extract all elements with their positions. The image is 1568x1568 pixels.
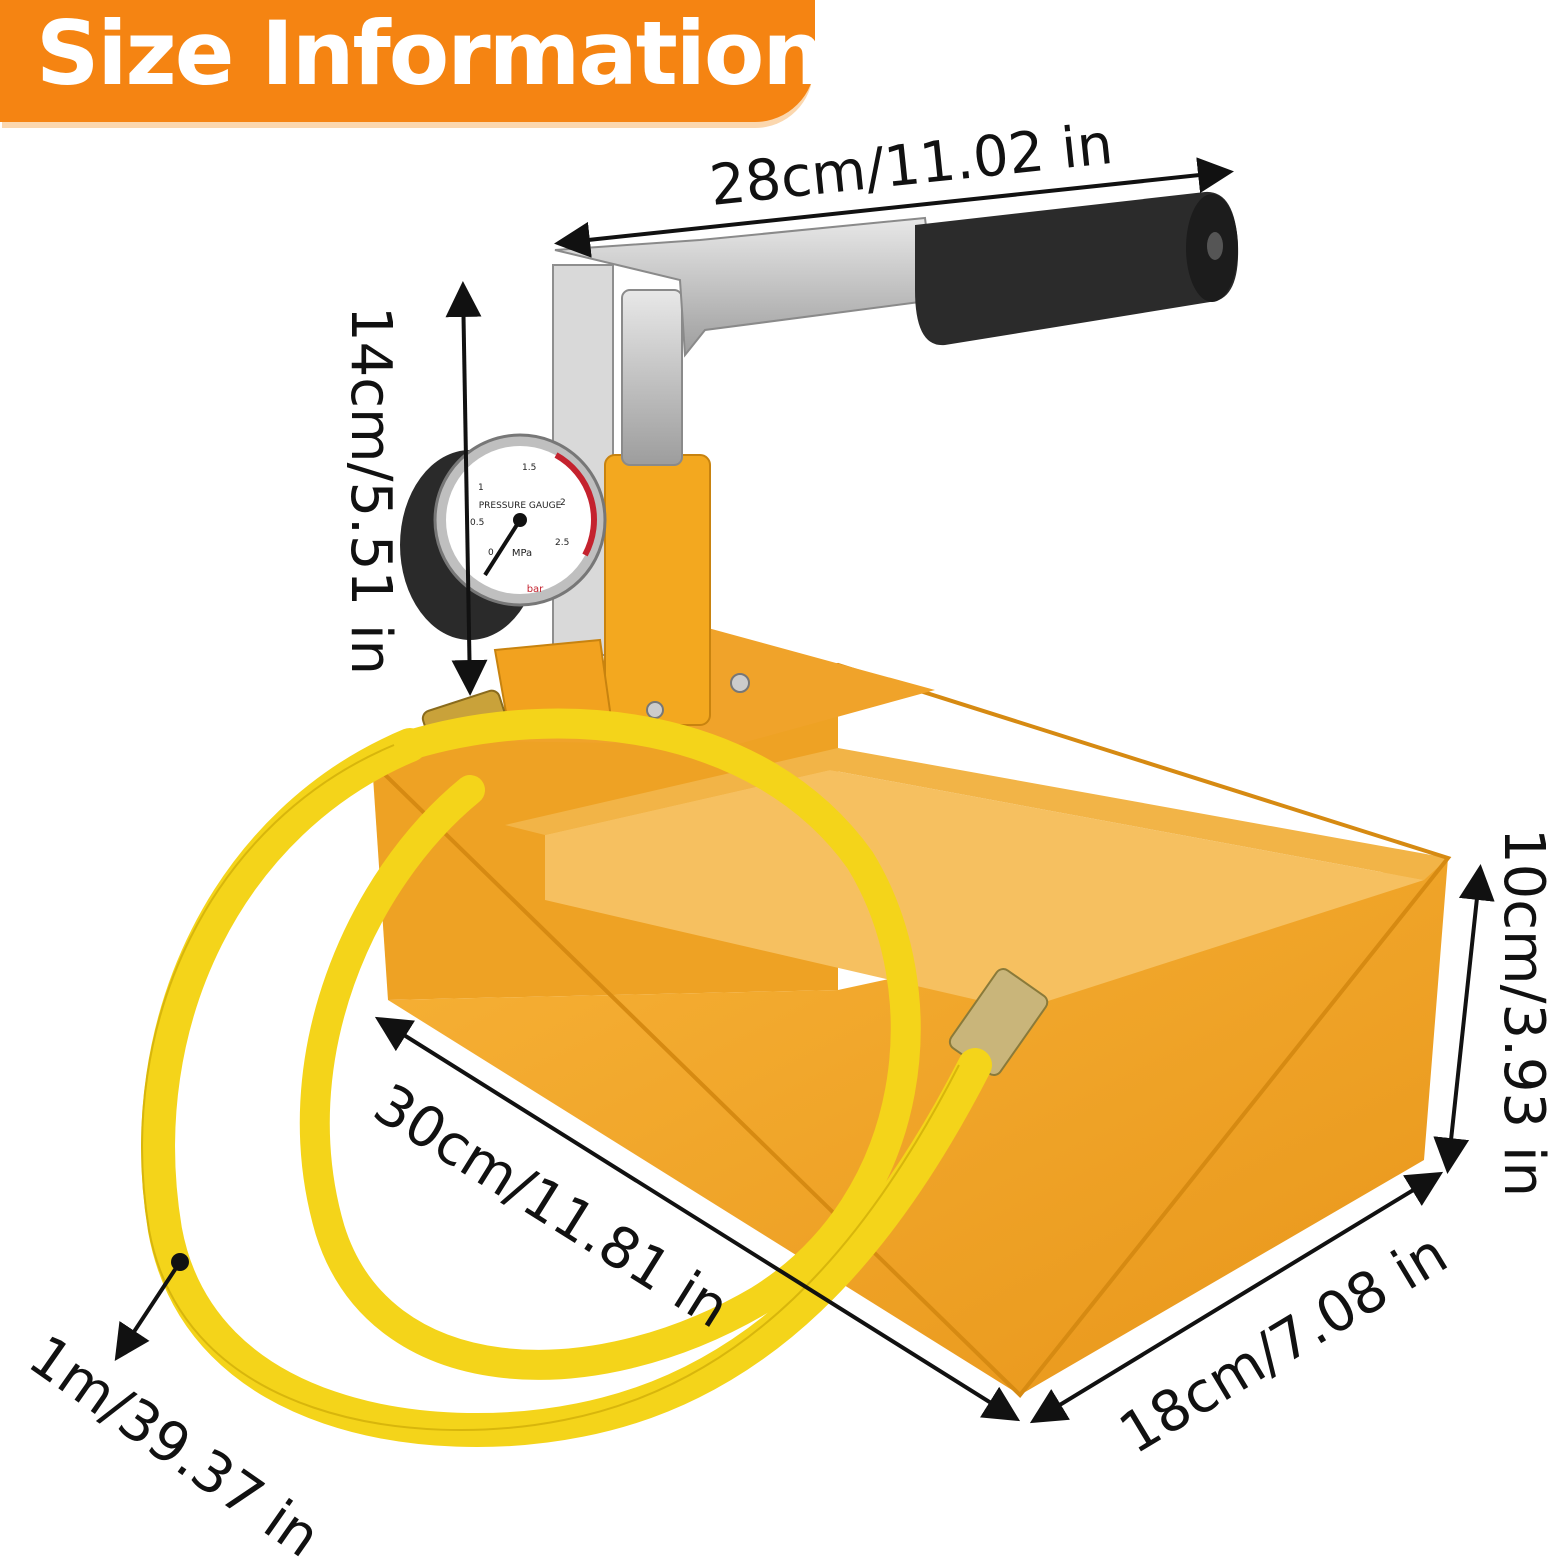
hose-marker-dot — [171, 1253, 189, 1271]
gauge-tick-label: 0.5 — [470, 518, 484, 528]
tank-height-arrow — [1433, 864, 1495, 1174]
mount-bolt-icon — [646, 701, 664, 719]
gauge-red-zone — [554, 452, 597, 557]
tank-width-arrow — [1029, 1171, 1444, 1424]
pump-piston — [621, 289, 683, 466]
gauge-tick-label: 1 — [478, 483, 484, 493]
gauge-tick-label: 0 — [488, 548, 494, 558]
banner-title: Size Information — [36, 2, 825, 105]
gauge-needle — [483, 518, 522, 577]
handle-length-label: 28cm/11.02 in — [707, 112, 1116, 219]
gauge-unit-top: MPa — [512, 548, 532, 559]
tank-length-arrow — [374, 1016, 1021, 1422]
tank-height-label: 10cm/3.93 in — [1491, 828, 1556, 1197]
tank-inner-back-wall — [505, 748, 1448, 880]
size-information-banner: Size Information — [0, 0, 825, 122]
pump-assembly — [493, 191, 1239, 737]
gauge-tick-label: 1.5 — [522, 463, 536, 473]
pump-height-arrow — [445, 281, 488, 696]
dimension-arrows — [114, 157, 1495, 1424]
gauge-tick-label: 2 — [560, 498, 566, 508]
mount-bolt-icon — [730, 673, 750, 693]
pump-cylinder — [604, 454, 711, 726]
gauge-label: PRESSURE GAUGE — [479, 501, 562, 511]
gauge-unit-bottom: bar — [527, 584, 544, 595]
handle-length-arrow — [554, 157, 1234, 258]
gauge-tick-label: 2.5 — [555, 538, 569, 548]
tank-inner-floor — [545, 770, 1424, 1010]
hose-length-arrow — [114, 1260, 182, 1362]
gauge-pivot — [513, 513, 527, 527]
pump-height-label: 14cm/5.51 in — [338, 306, 403, 675]
handle-grip-hole — [1207, 232, 1223, 260]
hose-length-label: 1m/39.37 in — [17, 1323, 331, 1568]
